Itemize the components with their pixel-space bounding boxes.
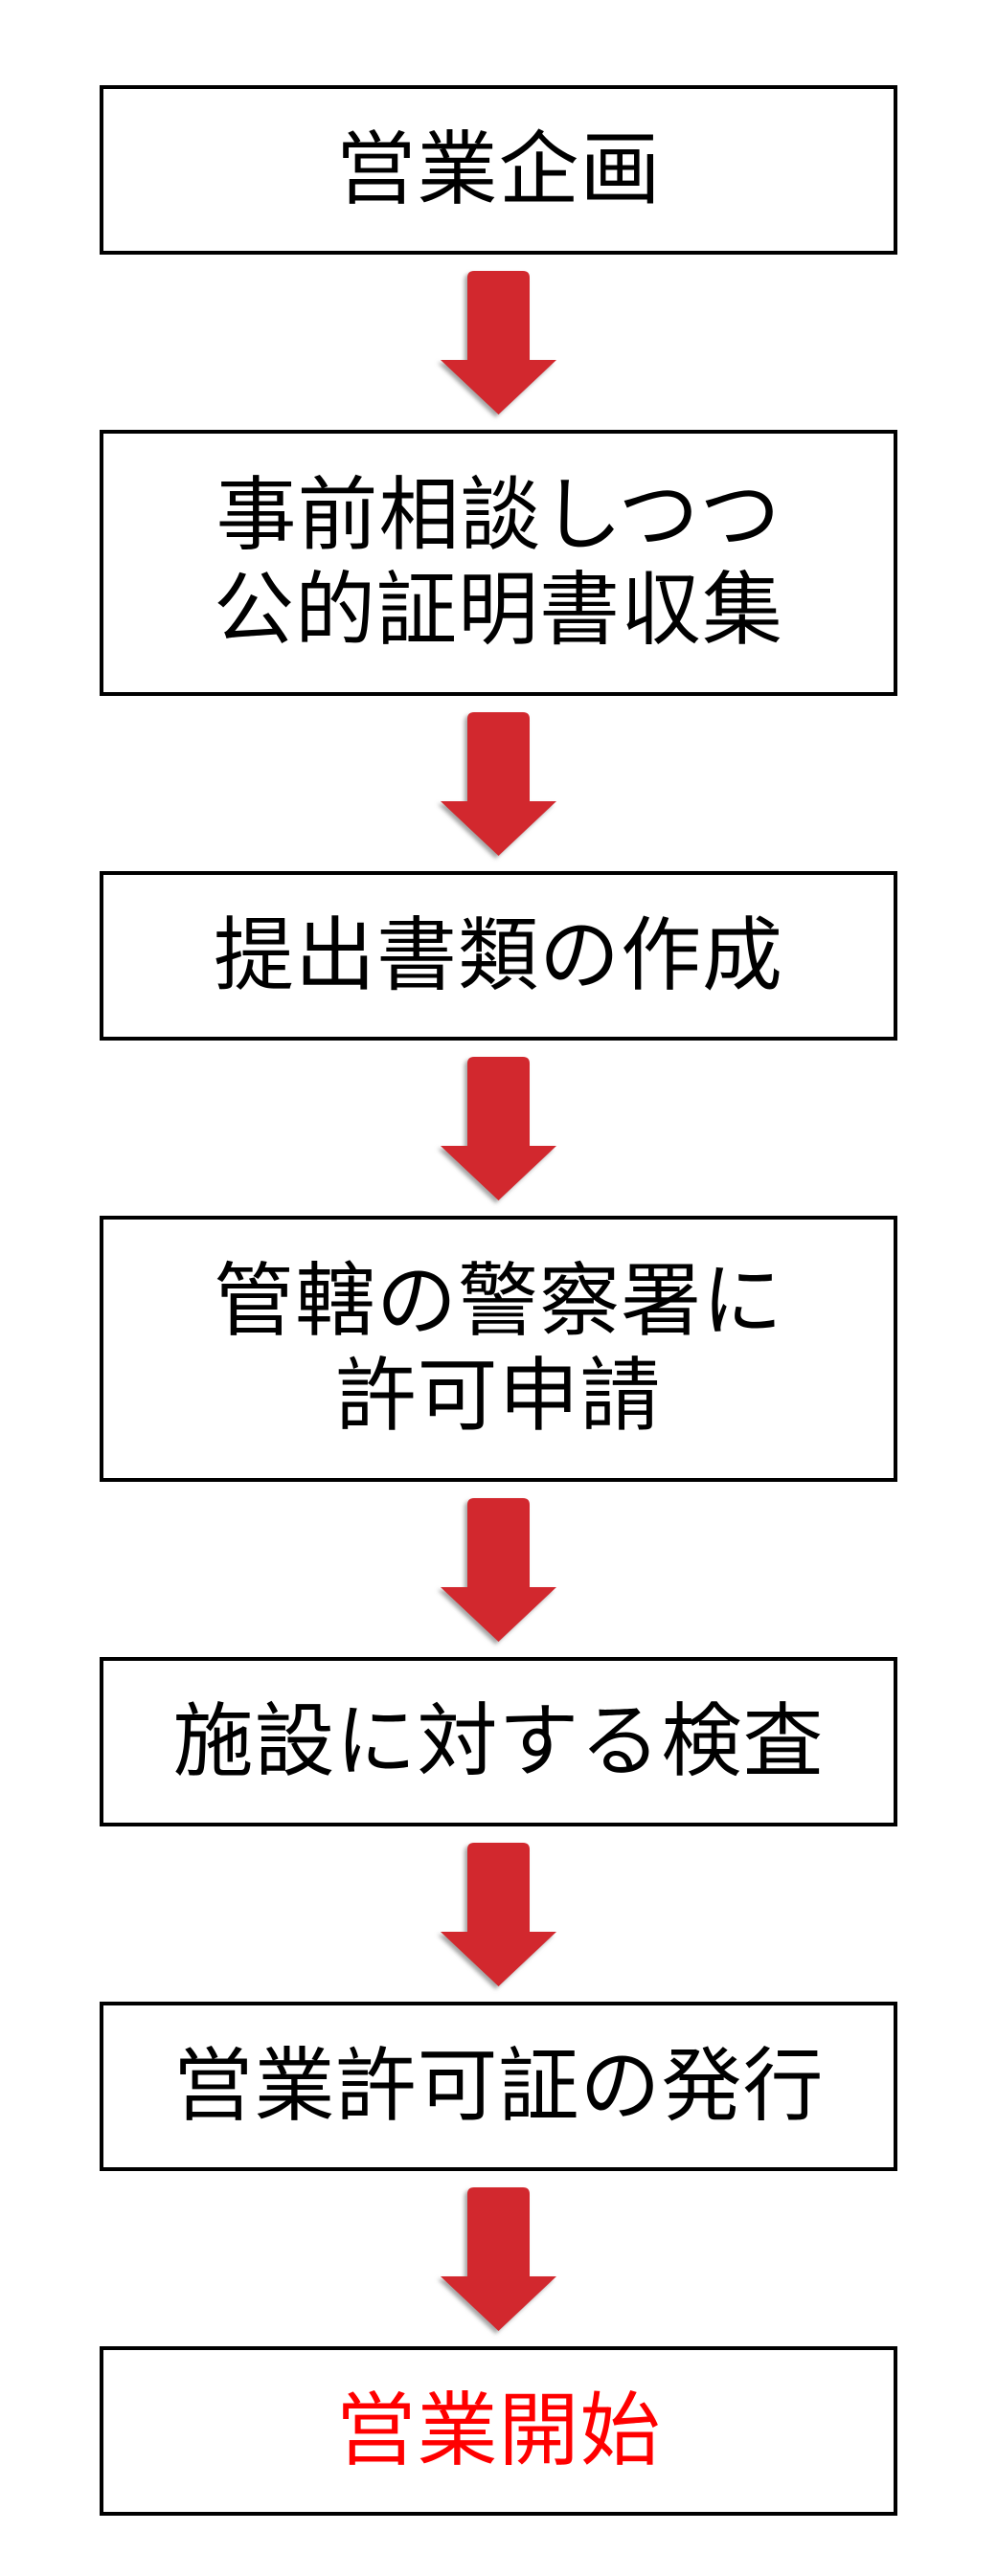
- flow-step-5-label: 施設に対する検査: [172, 1695, 825, 1786]
- flow-step-7-box: 営業開始: [100, 2346, 897, 2516]
- down-arrow-icon: [441, 2186, 556, 2331]
- flow-step-6-box: 営業許可証の発行: [100, 2002, 897, 2171]
- down-arrow-shape: [441, 2187, 556, 2331]
- flow-step-1-label: 営業企画: [335, 123, 662, 214]
- flow-step-1-box: 営業企画: [100, 85, 897, 255]
- flow-step-3-label: 提出書類の作成: [213, 909, 783, 1000]
- flow-step-2-box: 事前相談しつつ 公的証明書収集: [100, 430, 897, 696]
- flow-step-4-label-line-2: 許可申請: [335, 1351, 662, 1441]
- flow-step-4-label-line-1: 管轄の警察署に: [213, 1255, 783, 1346]
- down-arrow-shape: [441, 1843, 556, 1986]
- down-arrow-icon: [441, 711, 556, 856]
- flow-step-5-box: 施設に対する検査: [100, 1657, 897, 1826]
- flow-step-6-label: 営業許可証の発行: [172, 2040, 825, 2131]
- down-arrow-icon: [441, 1056, 556, 1200]
- flow-step-3-box: 提出書類の作成: [100, 871, 897, 1041]
- down-arrow-shape: [441, 1057, 556, 1200]
- flow-step-2-label-line-1: 事前相談しつつ: [215, 469, 782, 560]
- flow-step-7-label: 営業開始: [335, 2385, 662, 2475]
- flow-step-4-box: 管轄の警察署に 許可申請: [100, 1216, 897, 1482]
- down-arrow-shape: [441, 712, 556, 856]
- flow-step-2-label-line-2: 公的証明書収集: [213, 565, 783, 655]
- down-arrow-shape: [441, 271, 556, 414]
- down-arrow-icon: [441, 1842, 556, 1986]
- down-arrow-icon: [441, 1497, 556, 1642]
- down-arrow-shape: [441, 1498, 556, 1642]
- flowchart: 営業企画 事前相談しつつ 公的証明書収集 提出書類の作成 管轄の警察署に: [100, 85, 897, 2516]
- down-arrow-icon: [441, 270, 556, 414]
